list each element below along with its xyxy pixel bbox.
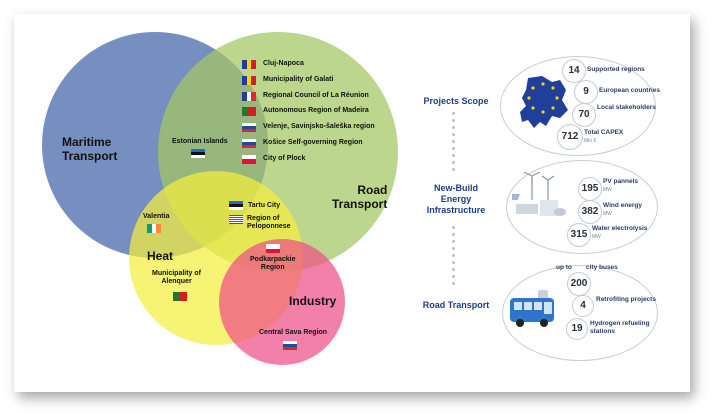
region-estonian-islands: Estonian Islands [172,138,228,145]
region-central-sava: Central Sava Region [259,329,328,336]
stat-city-buses: 200 [567,272,591,296]
stat-total-capex: 712 [557,124,583,150]
stat-label: Supported regions [587,66,645,73]
estonia-flag-icon [191,149,205,158]
set-label-heat: Heat [147,249,174,263]
stat-european-countries: 9 [574,80,598,104]
romania-flag-icon [242,75,256,85]
industry-circle [219,239,345,365]
ireland-flag-icon [147,224,161,233]
region-podkarpackie: Podkarpackie Region [250,256,296,271]
portugal-flag-icon [242,107,256,117]
poland-flag-icon [242,154,256,164]
stat-label: Retrofiting projects [596,296,656,303]
stat-prefix: up to [556,264,572,271]
category-new-build: New-Build Energy Infrastructure [426,183,486,215]
stat-label: city buses [586,264,618,271]
greece-flag-icon [229,215,243,224]
set-label-industry: Industry [289,294,337,308]
stat-wind-energy: 382 [578,200,602,224]
region-peloponnese: Region of Peloponnese [247,215,291,230]
poland-flag-icon [266,244,280,253]
stat-label: Wind energy [603,202,642,209]
category-projects-scope: Projects Scope [423,96,489,106]
romania-flag-icon [242,60,256,69]
energy-plant-icon [512,172,566,216]
stat-label: PV pannels [603,178,639,185]
connector-dots [452,226,455,289]
estonia-flag-icon [229,201,243,210]
slovakia-flag-icon [242,138,256,148]
region-alenquer: Municipality of Alenquer [152,270,201,285]
bus-icon [510,290,554,327]
region-tartu-city: Tartu City [248,202,281,209]
region-valentia: Valentia [143,213,170,220]
stat-unit: MW [603,211,612,217]
set-label-road: Road Transport [332,183,388,211]
stat-pv-pannels: 195 [578,177,602,201]
slovenia-flag-icon [283,341,297,350]
portugal-flag-icon [173,292,187,301]
set-label-maritime: Maritime Transport [62,135,118,163]
stat-unit: MW [603,187,612,193]
category-road-transport: Road Transport [422,300,490,310]
stat-hydrogen-stations: 19 [566,318,588,340]
stat-label: Water electrolysis [592,225,648,232]
stat-label: Total CAPEX [584,129,624,136]
stat-label: Local stakeholders [597,104,656,111]
stat-local-stakeholders: 70 [572,103,596,127]
france-flag-icon [242,91,256,101]
connector-dots [452,112,455,175]
stat-unit: MW [592,234,601,240]
stat-supported-regions: 14 [562,59,586,83]
stat-water-electrolysis: 315 [567,223,591,247]
stat-label: Hydrogen refueling stations [590,320,650,335]
stat-unit: Mio € [584,138,597,144]
eu-map-icon [520,76,568,128]
slovenia-flag-icon [242,123,256,133]
stat-label: European countries [599,87,661,94]
stat-retrofiting-projects: 4 [572,295,594,317]
